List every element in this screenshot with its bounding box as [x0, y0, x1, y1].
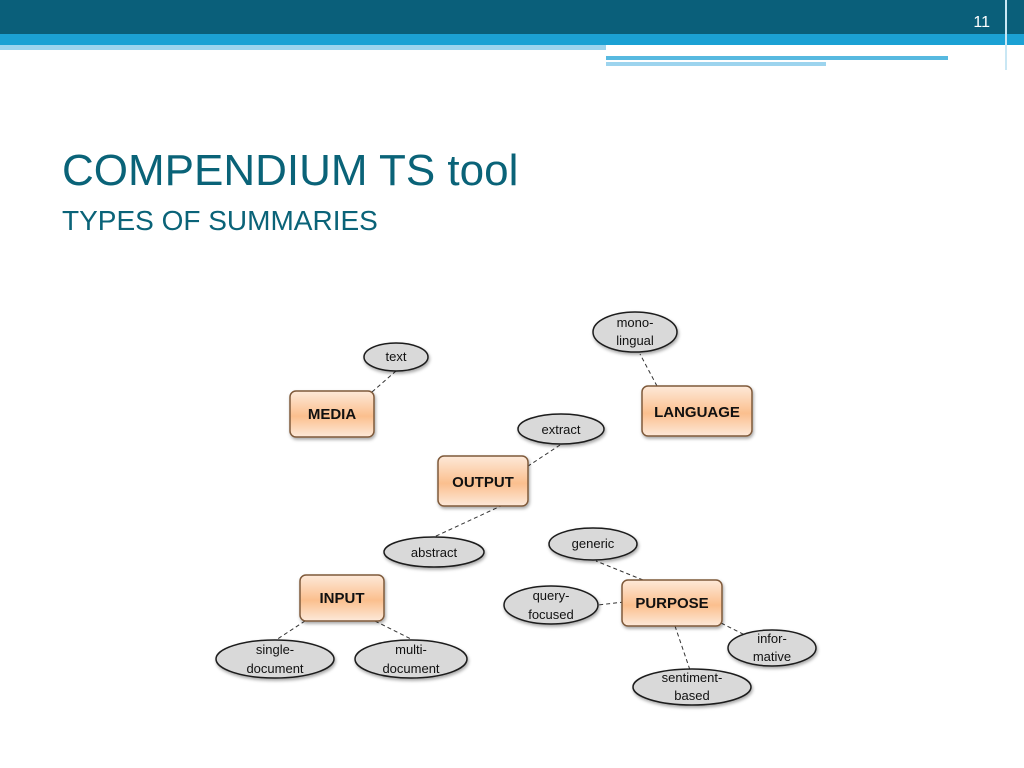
- value-label: generic: [572, 536, 615, 551]
- connector-purpose-query-focused: [597, 601, 625, 606]
- value-multi-document: multi- document: [354, 639, 468, 679]
- slide-number: 11: [973, 14, 990, 31]
- value-generic: generic: [548, 527, 638, 561]
- value-label-line-2: mative: [753, 649, 791, 664]
- category-label: INPUT: [320, 590, 365, 607]
- category-label: MEDIA: [308, 406, 357, 423]
- value-single-document: single- document: [215, 639, 335, 679]
- value-label-line-2: lingual: [616, 333, 654, 348]
- category-label: LANGUAGE: [654, 404, 740, 421]
- header-stripe-right-1: [606, 45, 1010, 56]
- value-label-line-2: based: [674, 688, 709, 703]
- category-language: LANGUAGE: [641, 385, 753, 437]
- value-abstract: abstract: [383, 536, 485, 568]
- value-label-line-1: sentiment-: [662, 670, 723, 685]
- connector-input-multi-document: [374, 620, 412, 640]
- value-extract: extract: [517, 413, 605, 445]
- connector-input-single-document: [275, 620, 306, 641]
- header-stripe-light: [0, 45, 606, 50]
- category-label: OUTPUT: [452, 474, 514, 491]
- category-purpose: PURPOSE: [621, 579, 723, 627]
- value-label-line-1: mono-: [617, 315, 654, 330]
- value-label: abstract: [411, 545, 458, 560]
- value-sentiment-based: sentiment- based: [632, 668, 752, 706]
- connector-output-abstract: [433, 504, 504, 538]
- connector-purpose-informative: [714, 619, 746, 636]
- value-query-focused: query- focused: [503, 585, 599, 625]
- value-informative: infor- mative: [727, 629, 817, 667]
- connector-purpose-generic: [595, 560, 644, 581]
- header-bar: [0, 0, 1024, 34]
- header-stripe-right-2: [606, 56, 948, 60]
- header-vertical-line: [1005, 0, 1007, 70]
- connector-media-text: [371, 370, 397, 393]
- value-label-line-1: infor-: [757, 631, 787, 646]
- value-label-line-2: focused: [528, 607, 574, 622]
- value-text: text: [363, 342, 429, 372]
- header-stripe: [0, 34, 1024, 45]
- header-stripe-right-3: [606, 62, 826, 66]
- value-monolingual: mono- lingual: [592, 311, 678, 353]
- value-label: text: [386, 349, 407, 364]
- category-input: INPUT: [299, 574, 385, 622]
- connector-language-monolingual: [639, 353, 658, 387]
- category-output: OUTPUT: [437, 455, 529, 507]
- connector-purpose-sentiment-based: [674, 625, 691, 671]
- value-label: extract: [541, 422, 580, 437]
- value-label-line-1: single-: [256, 642, 294, 657]
- category-label: PURPOSE: [635, 595, 708, 612]
- value-label-line-2: document: [246, 661, 303, 676]
- slide-title: COMPENDIUM TS tool: [62, 146, 519, 195]
- value-label-line-2: document: [382, 661, 439, 676]
- category-media: MEDIA: [289, 390, 375, 438]
- value-label-line-1: query-: [533, 588, 570, 603]
- slide-subtitle: TYPES OF SUMMARIES: [62, 205, 378, 236]
- value-label-line-1: multi-: [395, 642, 427, 657]
